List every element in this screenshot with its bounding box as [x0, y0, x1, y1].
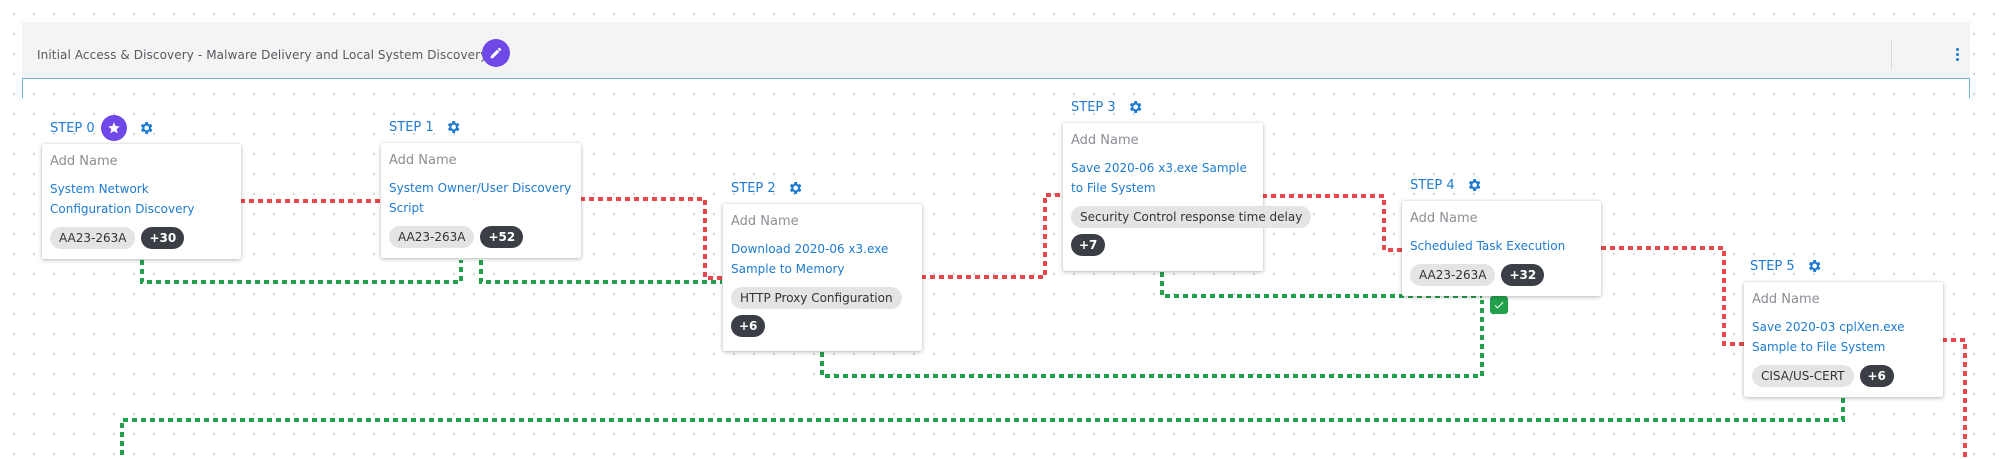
step-5-more-tags[interactable]: +6 [1859, 365, 1894, 387]
step-4-name-field[interactable]: Add Name [1410, 211, 1478, 226]
step-3-header: STEP 3 [1071, 94, 1148, 120]
more-options-button[interactable] [1950, 42, 1964, 66]
step-5-action-link[interactable]: Save 2020-03 cplXen.exe Sample to File S… [1752, 320, 1905, 354]
edit-title-button[interactable] [482, 39, 510, 67]
fail-link-2-3 [921, 193, 1062, 279]
step-1-settings-button[interactable] [440, 114, 466, 140]
fail-link-4-5 [1601, 246, 1745, 346]
gear-icon [447, 121, 460, 133]
header-divider [1891, 40, 1892, 70]
step-4-label: STEP 4 [1410, 177, 1455, 193]
pass-link-3-4 [1160, 272, 1482, 298]
step-2-label: STEP 2 [731, 180, 776, 196]
step-0-more-tags[interactable]: +30 [141, 227, 185, 249]
pass-link-2-4 [820, 300, 1484, 378]
step-0-name-field[interactable]: Add Name [50, 154, 118, 169]
step-5-card[interactable]: Add Name Save 2020-03 cplXen.exe Sample … [1744, 282, 1943, 397]
step-5-tag[interactable]: CISA/US-CERT [1752, 365, 1854, 387]
step-1-tag[interactable]: AA23-263A [389, 226, 475, 248]
star-icon [107, 122, 120, 134]
step-2-card[interactable]: Add Name Download 2020-06 x3.exe Sample … [723, 204, 922, 351]
fail-link-5-end [1942, 338, 1967, 459]
step-4-settings-button[interactable] [1461, 172, 1487, 198]
step-3-action-link[interactable]: Save 2020-06 x3.exe Sample to File Syste… [1071, 161, 1247, 195]
fail-link-3-4 [1262, 194, 1402, 252]
step-1-action-link[interactable]: System Owner/User Discovery Script [389, 181, 572, 215]
dot [1955, 47, 1959, 51]
fail-link-1-2 [580, 197, 722, 280]
step-3-label: STEP 3 [1071, 99, 1116, 115]
step-2-settings-button[interactable] [782, 175, 808, 201]
step-4-action-link[interactable]: Scheduled Task Execution [1410, 239, 1566, 253]
step-1-label: STEP 1 [389, 119, 434, 135]
step-0-header: STEP 0 [50, 115, 159, 141]
step-1-more-tags[interactable]: +52 [480, 226, 524, 248]
step-1-header: STEP 1 [389, 114, 466, 140]
step-2-header: STEP 2 [731, 175, 808, 201]
step-3-name-field[interactable]: Add Name [1071, 133, 1139, 148]
scenario-title: Initial Access & Discovery - Malware Del… [37, 48, 488, 62]
step-0-tag[interactable]: AA23-263A [50, 227, 136, 249]
step-5-settings-button[interactable] [1801, 253, 1827, 279]
step-4-tag[interactable]: AA23-263A [1410, 264, 1496, 286]
pass-link-1-2 [479, 260, 722, 284]
step-0-card[interactable]: Add Name System Network Configuration Di… [42, 144, 241, 259]
gear-icon [140, 122, 153, 134]
step-0-settings-button[interactable] [133, 115, 159, 141]
step-5-header: STEP 5 [1750, 253, 1827, 279]
pencil-icon [490, 47, 502, 59]
scenario-header: Initial Access & Discovery - Malware Del… [22, 22, 1970, 79]
step-3-settings-button[interactable] [1122, 94, 1148, 120]
step-3-more-tags[interactable]: +7 [1071, 234, 1106, 256]
success-check-icon [1490, 296, 1508, 314]
step-1-card[interactable]: Add Name System Owner/User Discovery Scr… [381, 143, 581, 258]
step-0-action-link[interactable]: System Network Configuration Discovery [50, 182, 195, 216]
step-2-tag[interactable]: HTTP Proxy Configuration [731, 287, 902, 309]
start-step-star-button[interactable] [100, 115, 127, 141]
selection-outline [22, 78, 1970, 98]
step-1-name-field[interactable]: Add Name [389, 153, 457, 168]
gear-icon [1129, 101, 1142, 113]
step-3-card[interactable]: Add Name Save 2020-06 x3.exe Sample to F… [1063, 123, 1312, 271]
step-2-action-link[interactable]: Download 2020-06 x3.exe Sample to Memory [731, 242, 889, 276]
dot [1955, 57, 1959, 61]
step-4-header: STEP 4 [1410, 172, 1487, 198]
step-5-name-field[interactable]: Add Name [1752, 292, 1820, 307]
pass-link-5-loop [120, 398, 1845, 459]
step-2-more-tags[interactable]: +6 [731, 315, 766, 337]
step-2-name-field[interactable]: Add Name [731, 214, 799, 229]
gear-icon [789, 182, 802, 194]
pass-link-0-1 [140, 260, 463, 284]
gear-icon [1468, 179, 1481, 191]
step-5-label: STEP 5 [1750, 258, 1795, 274]
dot [1955, 52, 1959, 56]
step-0-label: STEP 0 [50, 120, 95, 136]
step-4-card[interactable]: Add Name Scheduled Task Execution AA23-2… [1402, 201, 1601, 296]
step-4-more-tags[interactable]: +32 [1501, 264, 1545, 286]
step-3-tag[interactable]: Security Control response time delay [1071, 206, 1312, 228]
gear-icon [1808, 260, 1821, 272]
